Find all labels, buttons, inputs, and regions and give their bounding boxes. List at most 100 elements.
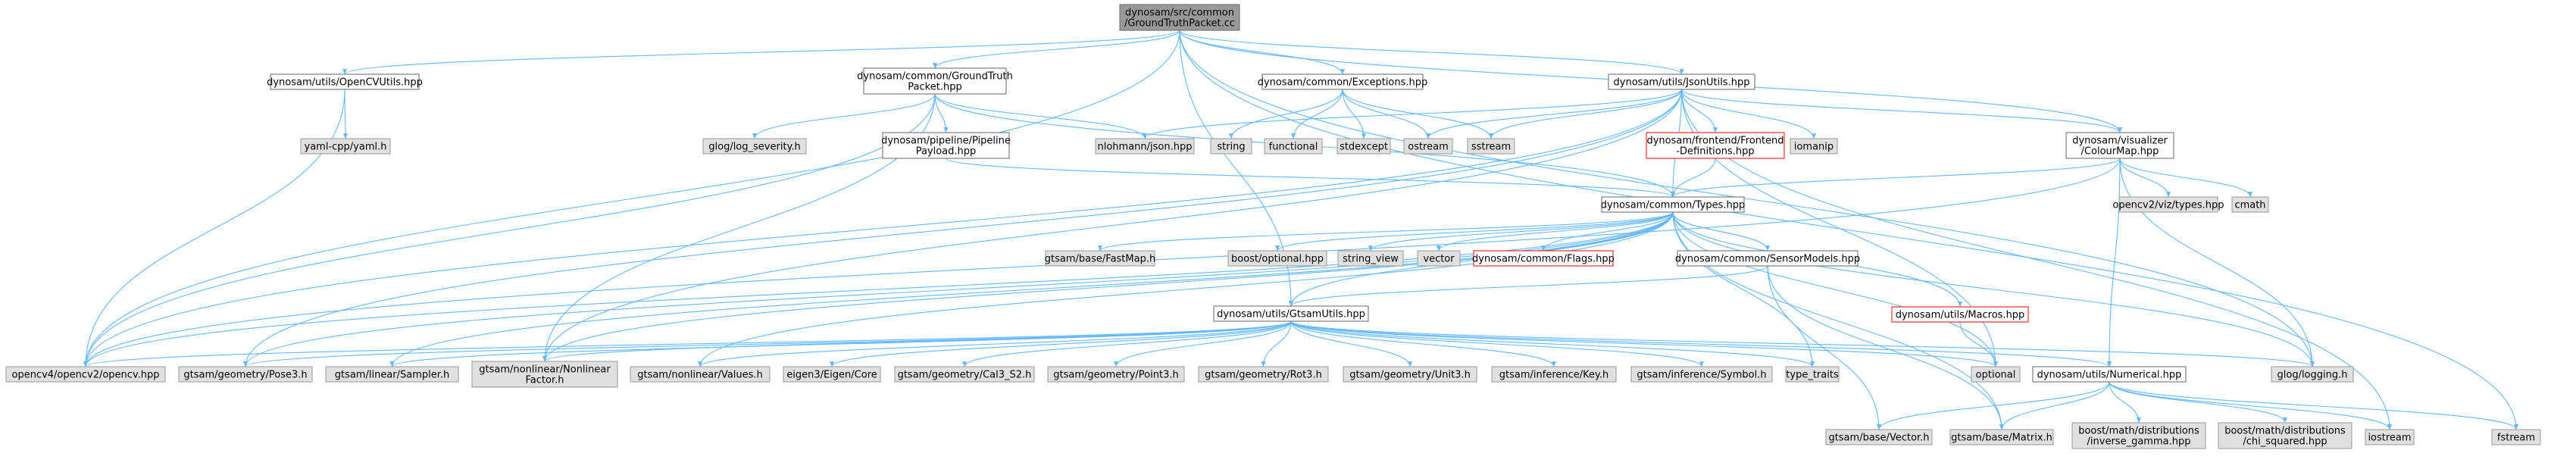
- node-box: [630, 366, 771, 383]
- node-box: [5, 366, 166, 383]
- node-label: gtsam/geometry/Point3.h: [1053, 370, 1178, 381]
- node-glogsev: glog/log_severity.h: [702, 138, 807, 155]
- edge-macros-to-optional: [1959, 321, 1999, 367]
- edge-types-to-boostopt: [1275, 211, 1674, 252]
- edge-root-to-ocvutils: [342, 30, 1180, 75]
- node-colourmap[interactable]: dynosam/visualizer/ColourMap.hpp: [2065, 132, 2174, 159]
- edges-layer: [83, 30, 2519, 430]
- edge-types-to-stringview: [1368, 211, 1674, 252]
- edge-exceptions-to-string: [1228, 89, 1343, 139]
- node-box: [2218, 422, 2352, 449]
- node-label: Packet.hpp: [908, 82, 961, 93]
- node-label: gtsam/linear/Sampler.h: [335, 370, 450, 381]
- node-numerical[interactable]: dynosam/utils/Numerical.hpp: [2032, 366, 2187, 383]
- edge-gtsamutils-to-typetraits: [1290, 320, 1815, 367]
- node-box: [1825, 429, 1933, 445]
- node-jsonutils[interactable]: dynosam/utils/JsonUtils.hpp: [1608, 73, 1755, 90]
- node-box: [1785, 366, 1840, 383]
- edge-numerical-to-invgamma: [2109, 381, 2142, 424]
- node-label: gtsam/base/FastMap.h: [1045, 254, 1155, 265]
- edge-jsonutils-to-sstream: [1488, 89, 1683, 139]
- edge-types-to-typetraits: [1672, 211, 1815, 367]
- edge-jsonutils-to-pose3: [242, 89, 1683, 367]
- node-box: [270, 73, 420, 90]
- node-box: [882, 132, 1010, 159]
- edge-jsonutils-to-iomanip: [1680, 89, 1817, 139]
- node-label: iomanip: [1794, 142, 1834, 153]
- edge-gtsamutils-to-numerical: [1290, 320, 2112, 367]
- edge-gtsamutils-to-opencv: [83, 320, 1292, 367]
- node-box: [1473, 250, 1614, 267]
- node-fstream: fstream: [2491, 429, 2541, 445]
- edge-numerical-to-matrixh: [1999, 381, 2110, 430]
- edge-types-to-nlfactor: [542, 211, 1674, 362]
- node-label: dynosam/src/common: [1125, 8, 1234, 19]
- edge-root-to-opencv: [83, 30, 1180, 367]
- node-label: gtsam/geometry/Unit3.h: [1349, 370, 1471, 381]
- node-root[interactable]: dynosam/src/common/GroundTruthPacket.cc: [1119, 4, 1240, 31]
- edge-types-to-flags: [1540, 211, 1674, 252]
- edge-gtsamutils-to-symbol: [1290, 320, 1704, 367]
- edge-numerical-to-vectorh: [1876, 381, 2110, 430]
- node-label: iostream: [2368, 433, 2411, 444]
- node-vectorh: gtsam/base/Vector.h: [1825, 429, 1933, 445]
- node-box: [1343, 366, 1477, 383]
- edge-jsonutils-to-opencv: [83, 89, 1683, 367]
- node-iomanip: iomanip: [1790, 138, 1838, 155]
- edge-types-to-sampler: [389, 211, 1674, 367]
- node-types[interactable]: dynosam/common/Types.hpp: [1601, 196, 1745, 213]
- node-boostopt: boost/optional.hpp: [1227, 250, 1327, 267]
- node-box: [2065, 132, 2174, 159]
- node-sensormodels[interactable]: dynosam/common/SensorModels.hpp: [1675, 250, 1860, 267]
- node-fastmap: gtsam/base/FastMap.h: [1045, 250, 1155, 267]
- node-label: eigen3/Eigen/Core: [786, 370, 877, 381]
- node-nlohmann: nlohmann/json.hpp: [1095, 138, 1195, 155]
- node-flags[interactable]: dynosam/common/Flags.hpp: [1472, 250, 1615, 267]
- edge-jsonutils-to-nlohmann: [1143, 89, 1683, 139]
- node-gtsamutils[interactable]: dynosam/utils/GtsamUtils.hpp: [1213, 305, 1369, 322]
- node-chisq: boost/math/distributions/chi_squared.hpp: [2218, 422, 2352, 449]
- edge-sensormodels-to-types: [1670, 211, 1768, 252]
- edge-colourmap-to-viztypes: [2119, 158, 2171, 198]
- edge-exceptions-to-functional: [1290, 89, 1343, 139]
- node-box: [1891, 306, 2029, 323]
- node-eigencore: eigen3/Eigen/Core: [783, 366, 881, 383]
- node-string: string: [1210, 138, 1252, 155]
- node-box: [1790, 138, 1838, 155]
- node-box: [1336, 138, 1391, 155]
- node-frontenddefs[interactable]: dynosam/frontend/Frontend-Definitions.hp…: [1646, 132, 1785, 159]
- node-box: [1403, 138, 1453, 155]
- edge-gtpacket-to-glogsev: [752, 93, 936, 139]
- node-box: [471, 361, 618, 388]
- node-box: [2118, 196, 2218, 213]
- node-stdexcept: stdexcept: [1336, 138, 1391, 155]
- edge-types-to-fastmap: [1098, 211, 1674, 252]
- node-label: string_view: [1343, 254, 1399, 265]
- nodes-layer: dynosam/src/common/GroundTruthPacket.ccd…: [5, 4, 2541, 449]
- edge-gtsamutils-to-pose3: [243, 320, 1292, 367]
- node-label: dynosam/utils/GtsamUtils.hpp: [1217, 309, 1365, 320]
- node-box: [1467, 138, 1515, 155]
- node-box: [702, 138, 807, 155]
- node-macros[interactable]: dynosam/utils/Macros.hpp: [1891, 306, 2029, 323]
- edge-gtpacket-to-nlfactor: [542, 93, 936, 362]
- node-exceptions[interactable]: dynosam/common/Exceptions.hpp: [1258, 73, 1428, 90]
- edge-gtsamutils-to-glog: [1290, 320, 2315, 367]
- node-box: [2365, 429, 2415, 445]
- node-label: opencv2/viz/types.hpp: [2112, 200, 2224, 211]
- node-label: dynosam/utils/JsonUtils.hpp: [1614, 77, 1750, 89]
- edge-gtsamutils-to-rot3: [1261, 320, 1292, 367]
- node-box: [2271, 366, 2354, 383]
- edge-jsonutils-to-colourmap: [1680, 89, 2122, 133]
- node-rot3: gtsam/geometry/Rot3.h: [1198, 366, 1329, 383]
- node-box: [178, 366, 313, 383]
- node-ocvutils[interactable]: dynosam/utils/OpenCVUtils.hpp: [267, 73, 423, 90]
- node-label: glog/log_severity.h: [708, 142, 801, 153]
- node-box: [1608, 73, 1755, 90]
- node-values: gtsam/nonlinear/Values.h: [630, 366, 771, 383]
- node-key: gtsam/inference/Key.h: [1491, 366, 1617, 383]
- node-gtpacket[interactable]: dynosam/common/GroundTruthPacket.hpp: [857, 67, 1013, 95]
